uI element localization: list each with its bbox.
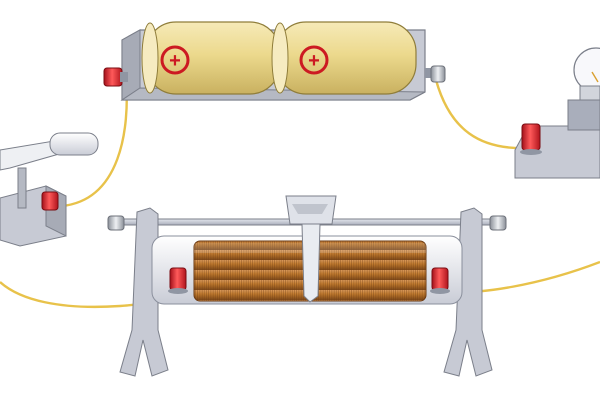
knife-switch [0, 132, 99, 247]
rheostat-red-terminal-right [430, 267, 450, 294]
switch-handle [49, 132, 99, 156]
battery-positive-symbol [160, 45, 190, 75]
battery-positive-symbol [299, 45, 329, 75]
rheostat [107, 195, 507, 377]
battery-positive-sign: + [169, 50, 181, 72]
bulb-red-terminal [520, 123, 542, 155]
rod-end-knob-right [489, 215, 507, 231]
rod-end-knob-left [107, 215, 125, 231]
switch-red-terminal [41, 191, 59, 211]
battery-gray-terminal [425, 65, 446, 83]
battery-cell-1: + [141, 21, 281, 95]
battery-red-terminal [103, 67, 128, 87]
slider-wiper [301, 223, 321, 303]
battery-cell-2: + [271, 21, 417, 95]
light-bulb [514, 47, 600, 179]
sliding-contact[interactable] [285, 195, 337, 303]
battery-positive-sign: + [308, 50, 320, 72]
bulb-glass [573, 47, 600, 93]
wire-battery-to-bulb [434, 79, 529, 150]
rheostat-red-terminal-left [168, 267, 188, 294]
rheostat-leg-right [443, 207, 493, 377]
battery: + + [103, 21, 446, 101]
